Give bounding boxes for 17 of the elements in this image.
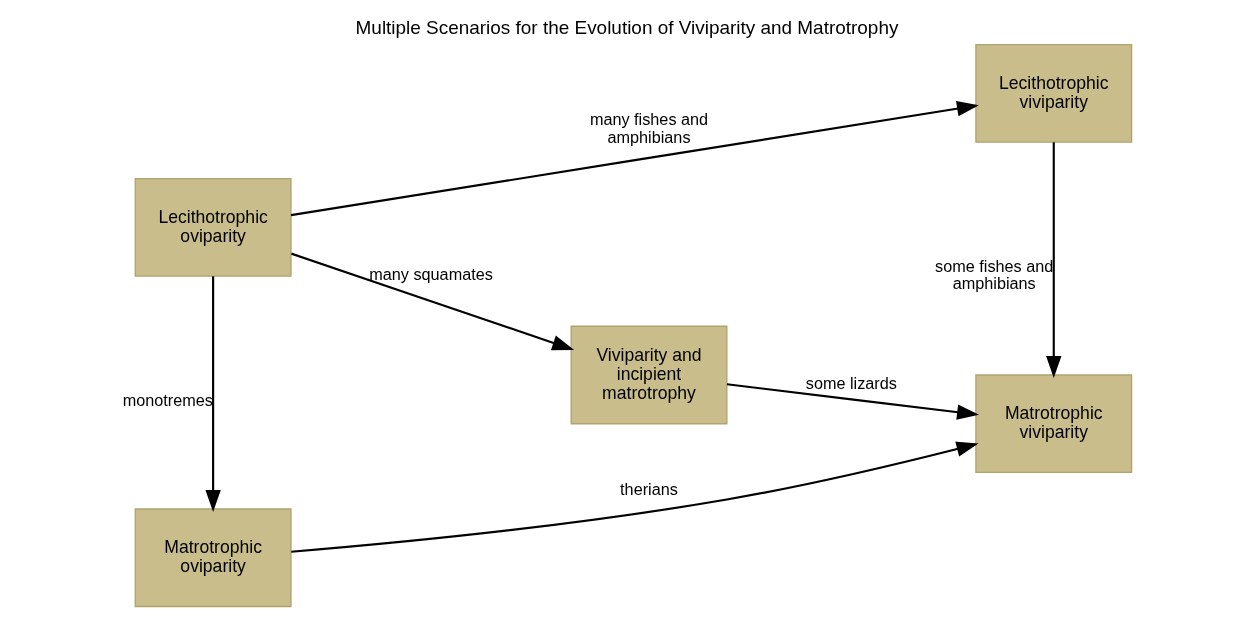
edge-label: some fishes and amphibians bbox=[935, 256, 1054, 293]
arrow bbox=[205, 276, 221, 512]
node-box: Matrotrophic oviparity bbox=[134, 508, 292, 608]
edge-label: many squamates bbox=[369, 264, 493, 283]
node-box: Lecithotrophic oviparity bbox=[134, 178, 292, 277]
node-box: Lecithotrophic viviparity bbox=[975, 44, 1133, 143]
arrow bbox=[291, 252, 575, 351]
node-box: Matrotrophic viviparity bbox=[975, 374, 1133, 474]
edge-label: some lizards bbox=[805, 374, 897, 393]
arrow bbox=[290, 101, 979, 217]
arrow bbox=[1046, 142, 1062, 378]
diagram-title: Multiple Scenarios for the Evolution of Viviparity and Matrotrophy bbox=[355, 17, 899, 39]
arrow bbox=[726, 383, 980, 420]
arrow bbox=[291, 441, 979, 553]
node-box: Viviparity and incipient matrotrophy bbox=[570, 325, 728, 425]
edge-label: therians bbox=[620, 479, 678, 498]
edge-label: many fishes and amphibians bbox=[589, 110, 709, 146]
